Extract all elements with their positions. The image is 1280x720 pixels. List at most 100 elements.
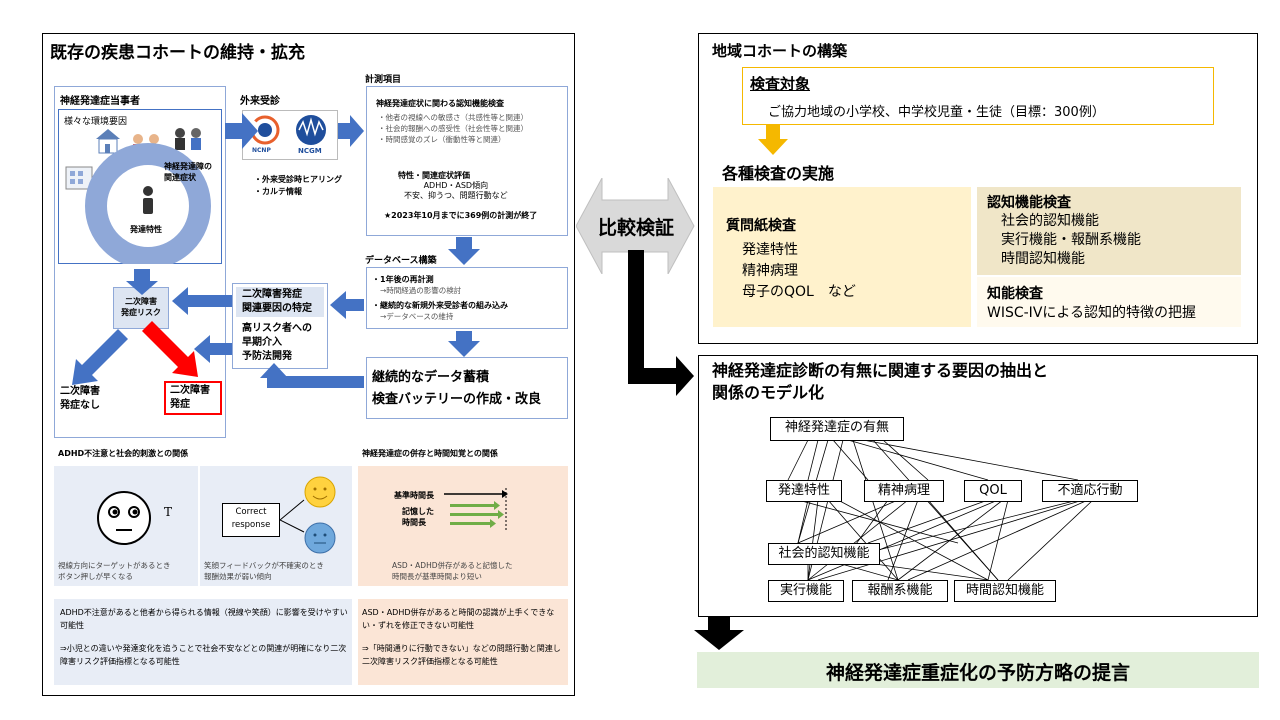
intelligence-text: WISC-IVによる認知的特徴の把握 [987, 305, 1196, 321]
symptom-ring [85, 143, 211, 264]
adhd-conclusion2: ⇒小児との違いや発達変化を追うことで社会不安などとの関連が明確になり二次障害リス… [60, 644, 347, 666]
cognitive-items: 社会的認知機能 実行機能・報酬系機能 時間認知機能 [1001, 213, 1141, 267]
questionnaire-heading: 質問紙検査 [726, 218, 796, 234]
target-box [742, 67, 1214, 125]
time-panel [358, 466, 568, 586]
node-executive: 実行機能 [768, 580, 844, 602]
time-conclusion-panel [358, 599, 568, 685]
outpatient-label: 外来受診 [240, 96, 280, 107]
trait-label: 発達特性 [130, 225, 162, 234]
target-down-arrow-icon [758, 125, 788, 155]
arrow-down-icon [448, 237, 480, 265]
node-maladaptive: 不適応行動 [1042, 480, 1138, 502]
continuous-label: 継続的なデータ蓄積 検査バッテリーの作成・改良 [372, 370, 542, 407]
arrow-down-left-icon [72, 329, 128, 385]
measurement-heading: 神経発達症状に関わる認知機能検査 [376, 99, 504, 108]
ncgm-label: NCGM [298, 147, 322, 155]
node-diagnosis: 神経発達症の有無 [770, 417, 904, 441]
compare-arrow-icon [576, 178, 695, 274]
arrow-left-icon [172, 287, 232, 315]
node-qol: QOL [964, 480, 1022, 502]
onset-label: 二次障害 発症 [170, 385, 210, 410]
base-time-label: 基準時間長 [394, 491, 434, 500]
node-trait: 発達特性 [766, 480, 842, 502]
hospital-logos [250, 115, 326, 145]
no-onset-label: 二次障害 発症なし [60, 386, 100, 411]
subject-label: 神経発達症当事者 [60, 96, 140, 107]
arrow-left-icon [194, 335, 232, 363]
model-title: 神経発達症診断の有無に関連する要因の抽出と 関係のモデル化 [712, 361, 1049, 402]
symptoms-label: 神経発達障の 関連症状 [164, 162, 212, 182]
correct-response-label: Correct response [231, 507, 271, 530]
evaluation-heading: 特性・関連症状評価 [398, 171, 470, 180]
ncnp-logo-icon [250, 115, 280, 145]
time-title: 神経発達症の併存と時間知覚との関係 [362, 449, 498, 458]
subject-illustrations [65, 128, 211, 264]
questionnaire-box [713, 187, 971, 327]
model-panel [698, 355, 1258, 617]
cognitive-heading: 認知機能検査 [987, 195, 1071, 211]
correct-response-box [222, 503, 280, 537]
measurement-box [366, 86, 568, 236]
target-text: ご協力地域の小学校、中学校児童・生徒（目標：300例） [768, 105, 1105, 120]
database-box [366, 267, 568, 329]
measurement-label: 計測項目 [365, 75, 402, 85]
time-conclusion1: ASD・ADHD併存があると時間の認識が上手くできない・ずれを修正できない可能性 [362, 608, 555, 630]
adhd-reward-caption: 笑顔フィードバックが不確実のとき 報酬効果が弱い傾向 [204, 561, 324, 581]
person-icon [143, 186, 153, 214]
measurement-items: ・他者の視線への敏感さ（共感性等と関連） ・社会的報酬への感受性（社会性等と関連… [378, 113, 528, 144]
time-perception-diagram [444, 488, 508, 530]
target-heading: 検査対象 [750, 75, 811, 93]
exam-heading: 各種検査の実施 [722, 164, 835, 183]
to-model-arrow-icon [628, 250, 694, 396]
adhd-conclusion1: ADHD不注意があると他者から得られる情報（視線や笑顔）に影響を受けやすい可能性 [60, 608, 348, 630]
arrow-right-icon [338, 115, 364, 147]
time-conclusion2: ⇒「時間通りに行動できない」などの問題行動と関連し二次障害リスク評価指標となる可… [362, 644, 561, 666]
face-stimulus-icon [97, 491, 151, 545]
left-flow-arrows [72, 113, 480, 388]
existing-cohort-panel [42, 33, 575, 696]
risk-label: 二次障害 発症リスク [121, 297, 161, 317]
arrow-down-icon [448, 331, 480, 357]
database-item1: ・1年後の再計測 [372, 275, 434, 284]
subject-box [54, 86, 226, 438]
arrow-right-icon [225, 113, 258, 149]
proposal-box [697, 652, 1259, 688]
adhd-conclusion-panel [54, 599, 352, 685]
model-network-lines [787, 439, 1094, 581]
node-reward: 報酬系機能 [852, 580, 948, 602]
cognitive-box [977, 187, 1241, 275]
arrow-down-icon [126, 269, 158, 295]
high-risk-intervention: 高リスク者への 早期介入 予防法開発 [242, 323, 312, 362]
ncgm-logo-icon [296, 115, 326, 145]
database-item2-sub: →データベースの維持 [380, 312, 454, 321]
regional-cohort-title: 地域コホートの構築 [712, 42, 848, 60]
database-item2: ・継続的な新規外来受診者の組み込み [372, 301, 508, 310]
arrow-up-icon [260, 363, 364, 388]
target-label: T [164, 505, 173, 519]
adhd-gaze-caption: 視線方向にターゲットがあるとき ボタン押しが早くなる [58, 561, 171, 581]
ncnp-label: NCNP [252, 147, 271, 154]
onset-box [164, 381, 222, 415]
house-icon [96, 129, 120, 154]
adhd-title: ADHD不注意と社会的刺激との関係 [58, 449, 189, 458]
time-caption: ASD・ADHD併存があると記憶した 時間長が基準時間より短い [392, 561, 513, 581]
outpatient-items: ・外来受診時ヒアリング ・カルテ情報 [254, 175, 342, 196]
smile-face-icon [304, 476, 336, 508]
node-social: 社会的認知機能 [768, 543, 880, 565]
database-item1-sub: →時間経過の影響の検討 [380, 286, 462, 295]
secondary-factors-box [236, 287, 324, 317]
regional-cohort-panel [698, 33, 1258, 344]
feedback-diagram [280, 476, 336, 554]
memory-time-label: 記憶した 時間長 [402, 507, 434, 527]
secondary-factors: 二次障害発症 関連要因の特定 [242, 289, 312, 314]
arrow-down-right-icon [142, 321, 198, 377]
database-label: データベース構築 [365, 256, 437, 266]
arrow-left-icon [330, 291, 364, 319]
neutral-face-icon [304, 522, 336, 554]
measurement-note: ★2023年10月までに369例の計測が終了 [384, 211, 538, 220]
intelligence-heading: 知能検査 [987, 286, 1043, 302]
questionnaire-items: 発達特性 精神病理 母子のQOL など [742, 242, 856, 300]
proposal-down-arrow-icon [694, 616, 744, 650]
node-psycho: 精神病理 [864, 480, 944, 502]
